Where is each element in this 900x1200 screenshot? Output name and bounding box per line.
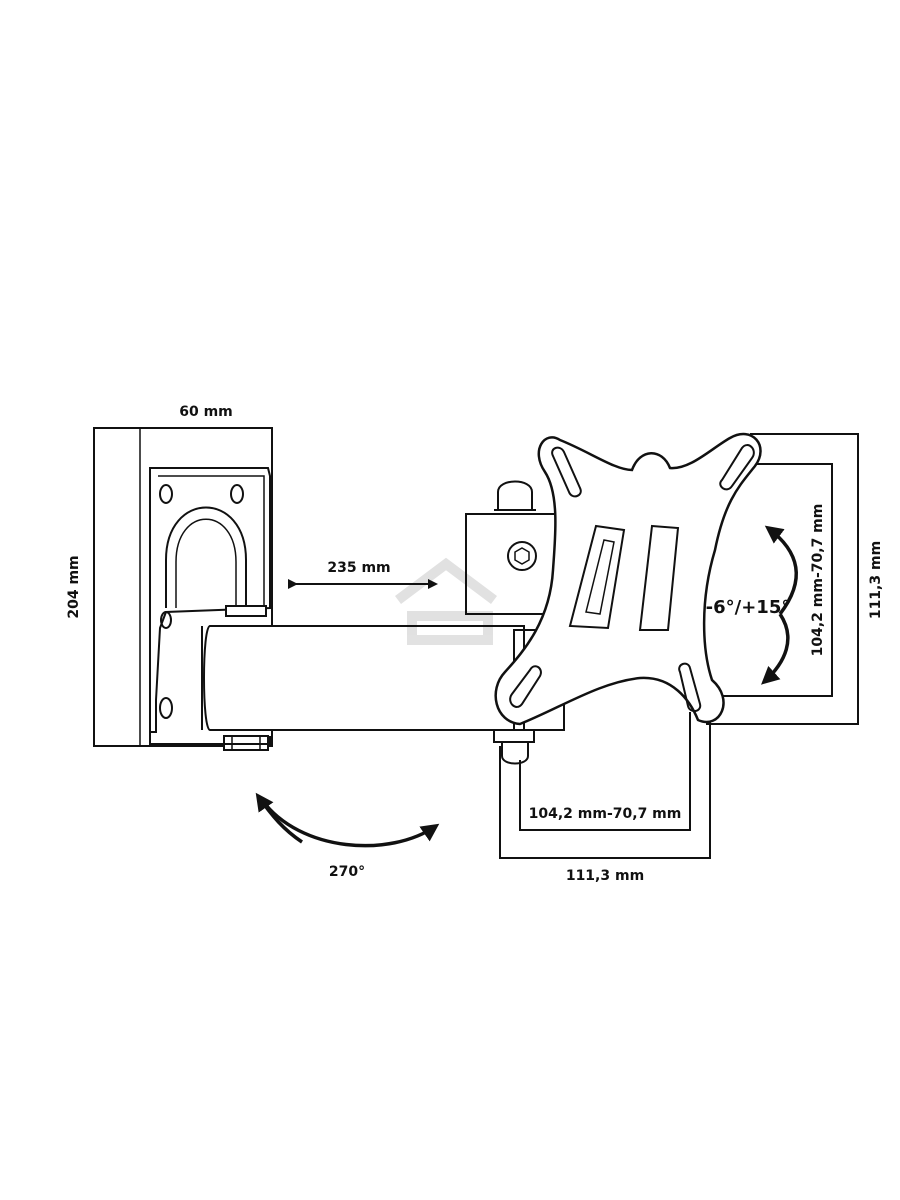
swivel-arrow bbox=[260, 798, 440, 848]
screw-hole-icon bbox=[159, 484, 173, 504]
screw-hole-icon bbox=[159, 697, 173, 719]
wall-plate-dimension-frame bbox=[93, 427, 273, 747]
arm-extension-label: 235 mm bbox=[327, 560, 390, 576]
vesa-outer-vertical-label: 111,3 mm bbox=[868, 541, 884, 619]
vesa-vertical-frames bbox=[706, 433, 859, 725]
tilt-arrow bbox=[764, 525, 798, 616]
screw-hole-icon bbox=[160, 611, 172, 629]
wall-plate bbox=[149, 467, 271, 751]
vesa-inner-horizontal-label: 104,2 mm-70,7 mm bbox=[529, 806, 682, 822]
swivel-angle-label: 270° bbox=[329, 864, 365, 880]
screw-hole-icon bbox=[230, 484, 244, 504]
vesa-plate bbox=[494, 432, 762, 726]
vesa-outer-horizontal-label: 111,3 mm bbox=[566, 868, 644, 884]
hex-bolt-icon bbox=[507, 541, 537, 571]
tilt-angle-label: -6°/+15° bbox=[706, 597, 791, 618]
wall-plate-height-label: 204 mm bbox=[66, 555, 82, 618]
vesa-horizontal-frames bbox=[499, 708, 711, 859]
wall-plate-width-label: 60 mm bbox=[179, 404, 233, 420]
vesa-inner-vertical-label: 104,2 mm-70,7 mm bbox=[810, 504, 826, 657]
